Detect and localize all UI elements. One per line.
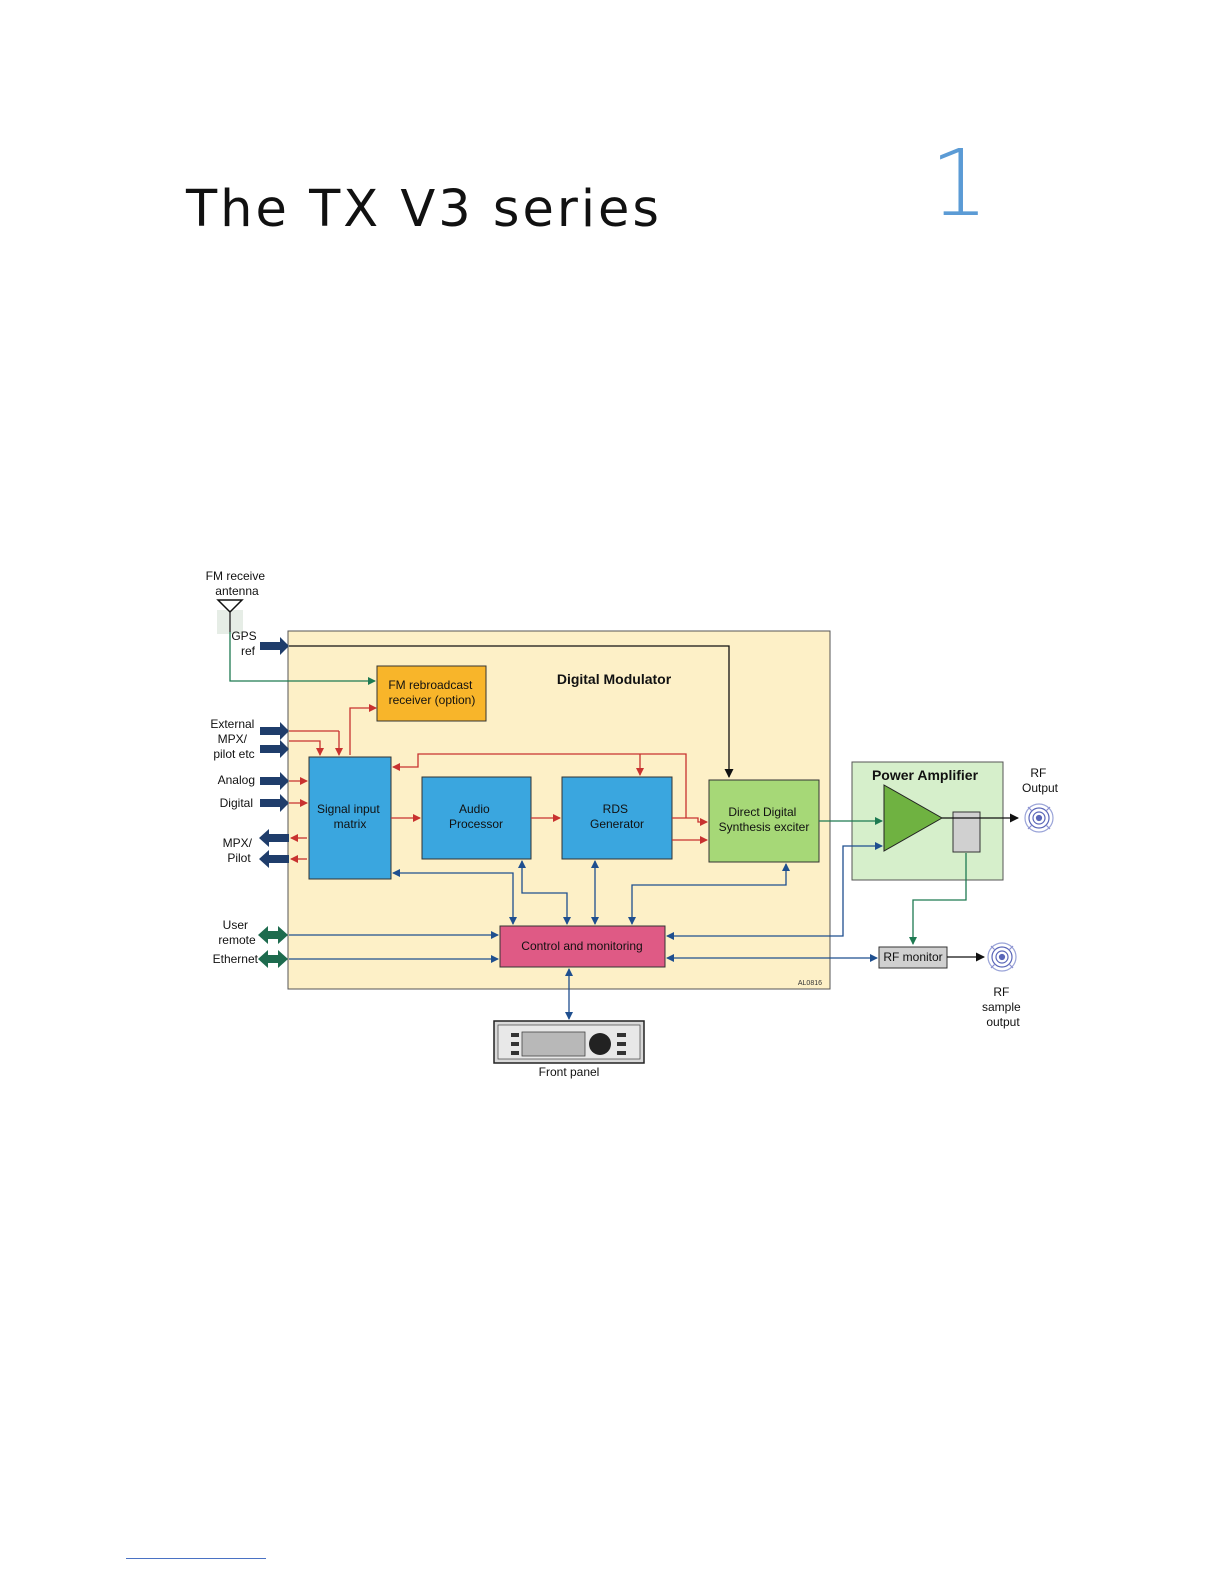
chapter-number: 1 [930,130,989,237]
rf-sample-label: RF sample output [982,985,1024,1029]
page-title: The TX V3 series [186,180,662,239]
front-panel-icon [493,1020,645,1064]
audio-processor-block [421,776,532,860]
output-arrows [259,829,289,868]
audio-processor-label: Audio Processor [449,802,503,831]
dds-exciter-label: Direct Digital Synthesis exciter [719,805,810,834]
green-signal-paths [229,632,967,945]
footnote-rule [126,1558,266,1559]
digital-label: Digital [220,796,253,810]
signal-input-block [308,756,392,880]
signal-input-label: Signal input matrix [317,802,383,831]
external-mpx-label: External MPX/ pilot etc [210,717,257,761]
control-monitoring-block [499,925,666,968]
input-arrows [260,637,289,812]
rf-output-connector-icon [1024,803,1054,833]
front-panel-label: Front panel [539,1065,600,1079]
fm-rebroadcast-block [376,665,487,722]
amplifier-triangle-icon [883,784,944,852]
fm-rebroadcast-label: FM rebroadcast receiver (option) [388,678,475,707]
rf-monitor-label: RF monitor [883,950,942,964]
control-monitoring-label: Control and monitoring [521,939,642,953]
rds-generator-label: RDS Generator [590,802,644,831]
figure-code: AL0816 [798,980,822,987]
mpx-pilot-label: MPX/ Pilot [223,836,256,865]
rf-sample-connector-icon [987,942,1017,972]
antenna-icon [216,599,244,634]
user-remote-label: User remote [218,918,256,947]
ethernet-label: Ethernet [213,952,259,966]
red-signal-paths [289,704,708,863]
digital-modulator-title: Digital Modulator [557,671,672,687]
directional-coupler [952,811,981,853]
bidirectional-arrows [258,926,288,968]
rds-generator-block [561,776,673,860]
gps-label: GPS ref [231,629,260,658]
rf-output-label: RF Output [1022,766,1059,795]
power-amplifier-title: Power Amplifier [872,767,979,783]
gps-path [289,645,734,778]
antenna-label: FM receive antenna [206,569,269,598]
analog-label: Analog [218,773,255,787]
control-paths [289,842,883,1020]
